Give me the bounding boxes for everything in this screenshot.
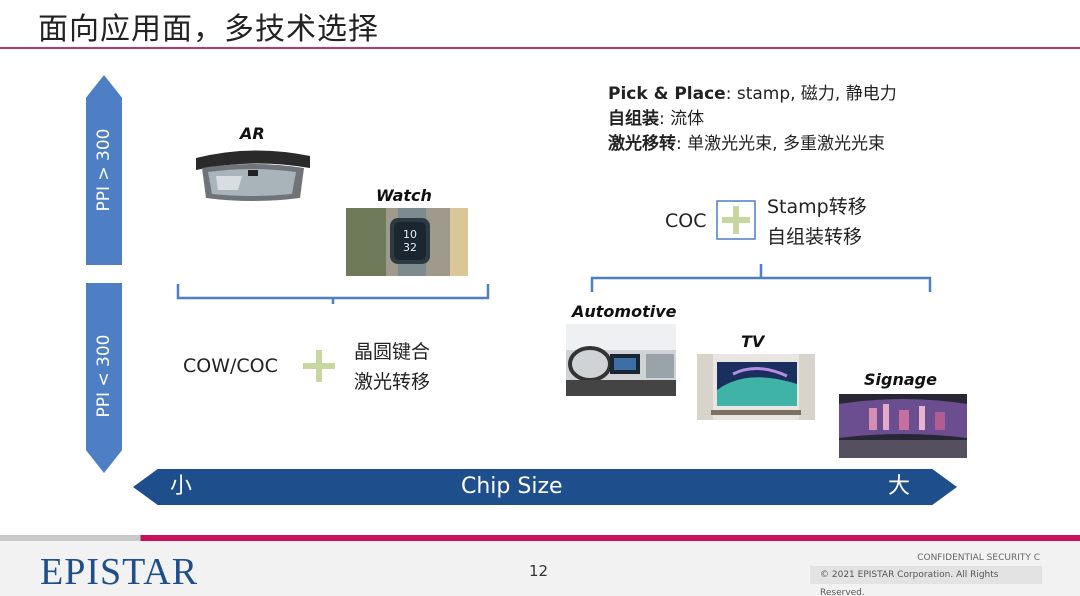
left-group-line2: 激光转移 (354, 371, 431, 393)
automotive-image (566, 324, 676, 396)
method-item: Pick & Place: stamp, 磁力, 静电力 (608, 84, 897, 104)
tv-label: TV (741, 332, 765, 351)
watch-image: 10 32 (346, 208, 468, 276)
copyright-notice: © 2021 EPISTAR Corporation. All Rights R… (810, 566, 1042, 596)
right-group-line2: 自组装转移 (767, 226, 863, 248)
tv-image (697, 354, 815, 420)
car-interior-icon (566, 324, 676, 396)
watch-icon (346, 208, 468, 276)
watch-minute: 32 (403, 241, 417, 254)
signage-label: Signage (864, 370, 937, 389)
footer-divider (0, 535, 1080, 541)
chip-size-large: 大 (888, 474, 911, 499)
tv-icon (697, 354, 815, 420)
chip-size-label: Chip Size (461, 474, 563, 499)
left-group-bracket (176, 284, 490, 304)
right-group-bracket (590, 264, 932, 292)
confidential-label: CONFIDENTIAL SECURITY C (917, 553, 1040, 563)
ppi-low-arrow (86, 283, 122, 473)
left-group-label: COW/COC (183, 355, 278, 377)
left-group-line1: 晶圆键合 (354, 341, 431, 363)
watch-label: Watch (376, 186, 432, 205)
automotive-label: Automotive (572, 302, 677, 321)
chip-size-arrow (133, 469, 957, 505)
ppi-low-label: PPI < 300 (94, 334, 114, 418)
right-group-text: Stamp转移 自组装转移 (767, 192, 867, 252)
page-number: 12 (529, 562, 549, 580)
left-plus-icon (303, 350, 335, 382)
method-list: Pick & Place: stamp, 磁力, 静电力 自组装: 流体 激光移… (608, 82, 897, 157)
right-plus-icon (716, 200, 756, 240)
ppi-high-label: PPI > 300 (94, 128, 114, 212)
company-logo: EPISTAR (40, 551, 199, 593)
method-item: 自组装: 流体 (608, 109, 705, 129)
ppi-high-arrow (86, 75, 122, 265)
left-group-text: 晶圆键合 激光转移 (354, 337, 430, 397)
watch-hour: 10 (403, 228, 417, 241)
signage-image (839, 394, 967, 458)
footer (0, 535, 1080, 596)
ar-headset-image (192, 140, 314, 206)
chip-size-small: 小 (170, 474, 193, 499)
slide-title: 面向应用面，多技术选择 (38, 12, 379, 47)
title-divider (0, 47, 1080, 49)
right-group-line1: Stamp转移 (767, 196, 867, 218)
right-group-label: COC (665, 210, 707, 232)
method-item: 激光移转: 单激光光束, 多重激光光束 (608, 134, 885, 154)
ar-headset-icon (192, 140, 314, 206)
ar-label: AR (240, 124, 265, 143)
signage-icon (839, 394, 967, 458)
